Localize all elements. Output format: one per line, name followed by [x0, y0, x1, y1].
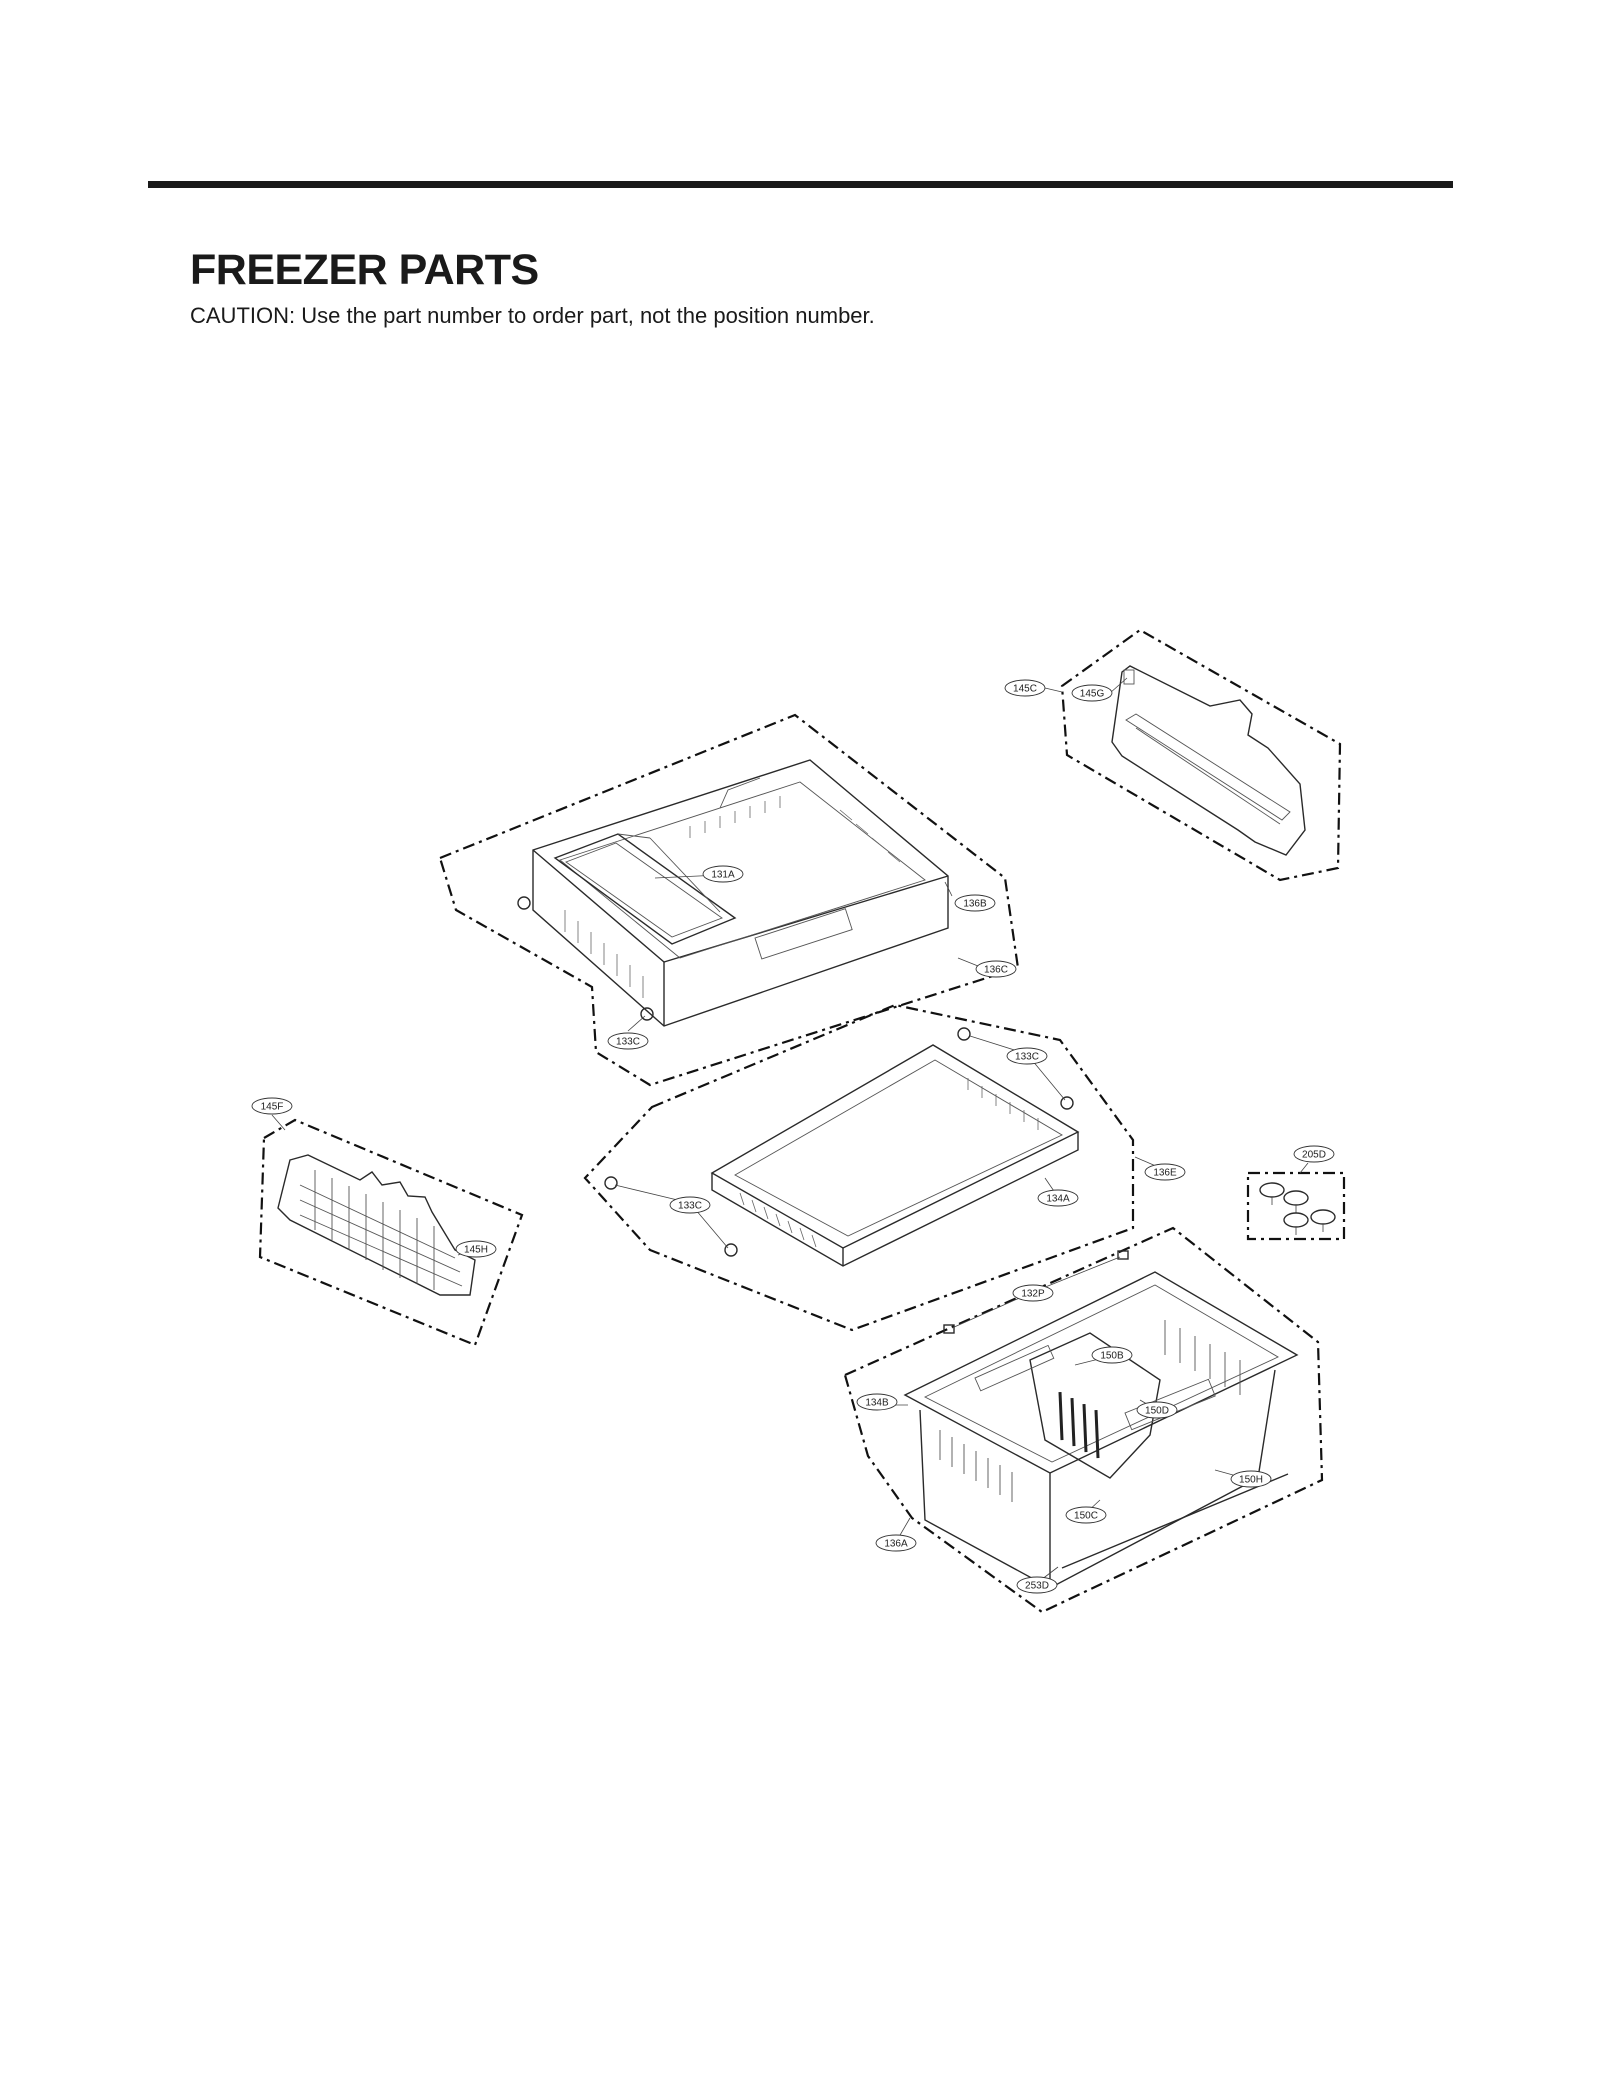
upper-drawer-roller-left [517, 896, 531, 910]
svg-text:136C: 136C [984, 965, 1008, 976]
callout-133C-upper: 133C [607, 1032, 649, 1050]
svg-text:150C: 150C [1074, 1511, 1098, 1522]
svg-text:205D: 205D [1302, 1150, 1326, 1161]
right-rail-group [1060, 628, 1342, 882]
callout-134B: 134B [856, 1393, 898, 1411]
svg-text:131A: 131A [711, 870, 735, 881]
stopper-caps-group [1246, 1171, 1346, 1241]
caution-note: CAUTION: Use the part number to order pa… [190, 303, 875, 328]
callout-133C-middle-rear: 133C [1006, 1047, 1048, 1065]
callout-132P: 132P [1012, 1284, 1054, 1302]
svg-text:150H: 150H [1239, 1475, 1263, 1486]
svg-text:253D: 253D [1025, 1581, 1049, 1592]
lower-basket-pad-left [943, 1324, 955, 1334]
lower-basket-group [843, 1226, 1324, 1614]
svg-text:145F: 145F [261, 1102, 284, 1113]
callout-150B: 150B [1091, 1346, 1133, 1364]
stopper-caps-group-boundary [1246, 1171, 1346, 1241]
stopper-cap-4 [1310, 1209, 1336, 1232]
page-title: FREEZER PARTS [190, 246, 539, 294]
lower-basket-pad-right [1117, 1250, 1129, 1260]
left-rail-guide [277, 1154, 476, 1296]
callout-labels: 145C 145G 131A 136B 136C 133C [251, 679, 1335, 1594]
lower-basket-group-boundary [843, 1226, 1324, 1614]
callout-150H: 150H [1230, 1470, 1272, 1488]
svg-text:133C: 133C [1015, 1052, 1039, 1063]
callout-133C-middle-front: 133C [669, 1196, 711, 1214]
upper-drawer-roller-right [640, 1007, 654, 1021]
left-rail-group [258, 1118, 524, 1347]
upper-drawer-basket [532, 759, 949, 1027]
right-rail-guide [1111, 665, 1306, 856]
svg-text:145G: 145G [1080, 689, 1105, 700]
svg-text:136A: 136A [884, 1539, 908, 1550]
middle-tray-roller-rear-right [1060, 1096, 1074, 1110]
callout-253D: 253D [1016, 1576, 1058, 1594]
middle-tray-roller-front-right [724, 1243, 738, 1257]
right-rail-group-boundary [1060, 628, 1342, 882]
callout-131A: 131A [702, 865, 744, 883]
callout-150C: 150C [1065, 1506, 1107, 1524]
stopper-cap-3 [1283, 1212, 1309, 1235]
svg-text:145H: 145H [464, 1245, 488, 1256]
callout-205D: 205D [1293, 1145, 1335, 1163]
leader-lines [271, 677, 1309, 1584]
stopper-cap-2 [1283, 1190, 1309, 1213]
svg-text:133C: 133C [616, 1037, 640, 1048]
callout-145C: 145C [1004, 679, 1046, 697]
svg-text:145C: 145C [1013, 684, 1037, 695]
lower-basket [903, 1271, 1299, 1589]
svg-text:150B: 150B [1100, 1351, 1124, 1362]
svg-text:136E: 136E [1153, 1168, 1177, 1179]
svg-text:136B: 136B [963, 899, 987, 910]
middle-tray-roller-front-left [604, 1176, 618, 1190]
upper-drawer-inner-bin [553, 833, 737, 945]
lower-basket-rod [1061, 1473, 1289, 1569]
middle-tray-group-boundary [583, 1003, 1135, 1332]
callout-136C: 136C [975, 960, 1017, 978]
callout-145G: 145G [1071, 684, 1113, 702]
middle-tray [710, 1044, 1080, 1267]
svg-text:133C: 133C [678, 1201, 702, 1212]
callout-150D: 150D [1136, 1401, 1178, 1419]
left-rail-group-boundary [258, 1118, 524, 1347]
lower-basket-divider [1029, 1332, 1161, 1479]
callout-145F: 145F [251, 1097, 293, 1115]
stopper-cap-1 [1259, 1182, 1285, 1205]
middle-tray-group [583, 1003, 1135, 1332]
lower-basket-handle-slot [974, 1344, 1055, 1392]
top-rule [148, 181, 1453, 188]
svg-text:134A: 134A [1046, 1194, 1070, 1205]
svg-text:134B: 134B [865, 1398, 889, 1409]
upper-drawer-group [438, 713, 1020, 1087]
callout-134A: 134A [1037, 1189, 1079, 1207]
callout-136B: 136B [954, 894, 996, 912]
svg-text:150D: 150D [1145, 1406, 1169, 1417]
callout-136E: 136E [1144, 1163, 1186, 1181]
middle-tray-roller-rear-left [957, 1027, 971, 1041]
callout-136A: 136A [875, 1534, 917, 1552]
svg-text:132P: 132P [1021, 1289, 1045, 1300]
upper-drawer-group-boundary [438, 713, 1020, 1087]
callout-145H: 145H [455, 1240, 497, 1258]
